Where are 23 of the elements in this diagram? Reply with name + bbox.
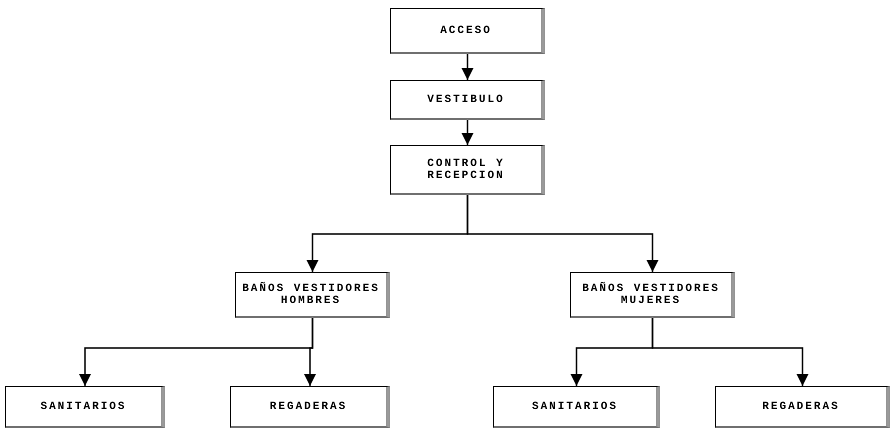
process-box (390, 145, 545, 195)
arrow (462, 120, 474, 145)
process-box (715, 386, 890, 428)
box-label: REGADERAS (762, 400, 840, 412)
arrow (466, 195, 658, 272)
box-label: CONTROL Y RECEPCION (426, 158, 506, 182)
process-box (390, 80, 545, 120)
box-label: SANITARIOS (532, 400, 618, 412)
box-label: ACCESO (440, 24, 492, 36)
arrow (304, 318, 316, 386)
process-box (493, 386, 660, 428)
process-box (5, 386, 165, 428)
box-label: REGADERAS (270, 400, 348, 412)
box-label: VESTIBULO (427, 94, 505, 106)
process-box (570, 272, 735, 318)
process-box (230, 386, 390, 428)
arrow (462, 54, 474, 80)
arrow (652, 318, 808, 386)
process-box (390, 8, 545, 54)
box-label: BAÑOS VESTIDORES HOMBRES (241, 282, 381, 306)
box-label: SANITARIOS (40, 400, 126, 412)
process-box (235, 272, 390, 318)
box-label: BAÑOS VESTIDORES MUJERES (581, 282, 721, 306)
